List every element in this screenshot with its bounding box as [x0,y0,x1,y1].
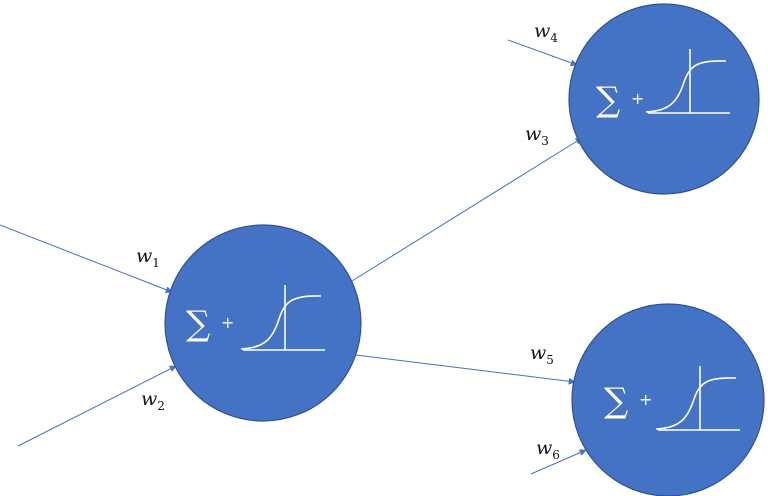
edge-neuron-1-to-neuron-2 [351,137,583,282]
neuron-body [164,224,362,422]
neuron-body [571,303,765,496]
edge-input-1-to-neuron-1 [0,224,173,293]
sum-symbol: ∑ [186,304,210,344]
edge-input-4-to-neuron-2 [507,39,578,67]
weight-label-w3: w3 [525,123,549,148]
plus-symbol: + [639,390,652,409]
neuron-3: ∑ + [571,303,765,496]
weight-labels: w1 w2 w3 w4 w5 w6 [136,20,560,462]
weight-label-w6: w6 [536,437,560,462]
weight-label-w5: w5 [530,342,554,367]
weight-label-w1: w1 [136,245,160,270]
edge-input-2-to-neuron-1 [17,365,177,447]
neuron-body [568,3,760,195]
sum-symbol: ∑ [596,80,620,120]
weight-label-w2: w2 [141,388,165,413]
sigmoid-icon [645,49,730,114]
edge-input-6-to-neuron-3 [530,449,587,475]
plus-symbol: + [221,313,234,332]
sigmoid-icon [240,285,325,351]
sigmoid-icon [655,366,740,431]
neuron-2: ∑ + [568,3,760,195]
sum-symbol: ∑ [604,381,628,421]
edges [0,39,587,475]
weight-label-w4: w4 [534,20,558,45]
edge-neuron-1-to-neuron-3 [355,354,576,385]
neuron-1: ∑ + [164,224,362,422]
plus-symbol: + [631,89,644,108]
